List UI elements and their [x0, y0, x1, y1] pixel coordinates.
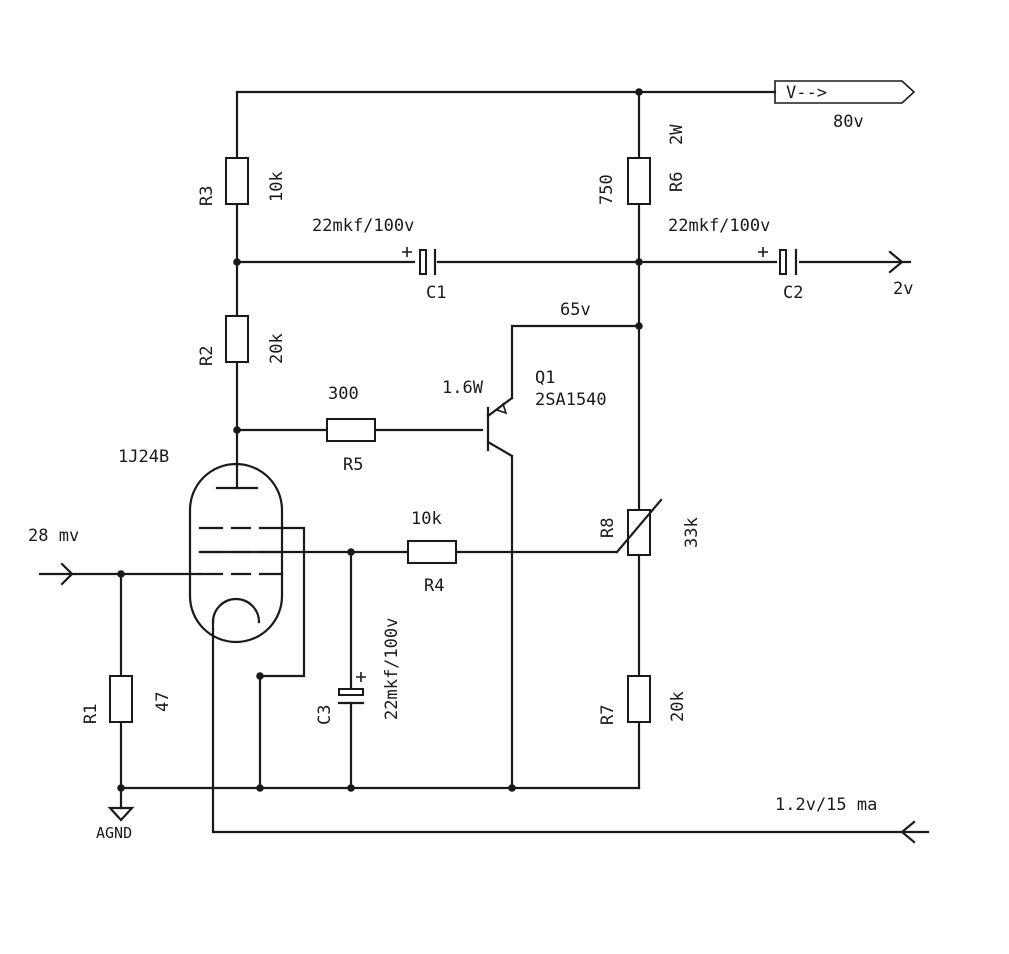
filament-label: 1.2v/15 ma [775, 795, 877, 815]
r6-rating: 2W [667, 124, 687, 145]
r8-trim-arrow [615, 498, 663, 554]
junction-dots [117, 88, 643, 792]
resistor-r4 [407, 540, 457, 564]
ground-label: AGND [96, 824, 132, 842]
resistor-r7 [627, 675, 651, 723]
node-65v-label: 65v [560, 300, 591, 320]
capacitor-c3 [337, 672, 366, 705]
supply-flag-icon [774, 80, 916, 104]
r7-value: 20k [668, 691, 688, 722]
r2-ref: R2 [197, 346, 217, 366]
capacitor-c1 [402, 247, 437, 276]
r6-value: 750 [597, 174, 617, 205]
resistor-r3 [225, 157, 249, 205]
output-label: 2v [893, 279, 913, 299]
r2-value: 20k [267, 333, 287, 364]
r3-value: 10k [267, 171, 287, 202]
resistor-r1 [109, 675, 133, 723]
r4-ref: R4 [424, 576, 444, 596]
r1-ref: R1 [81, 704, 101, 724]
wires [38, 90, 930, 834]
c1-ref: C1 [426, 283, 446, 303]
resistor-r5 [326, 418, 376, 442]
r8-value: 33k [682, 517, 702, 548]
r6-ref: R6 [667, 172, 687, 192]
c1-value: 22mkf/100v [312, 216, 414, 236]
q1-power: 1.6W [442, 378, 484, 398]
supply-flag-label: V--> [786, 83, 827, 103]
r3-ref: R3 [197, 186, 217, 206]
capacitor-c2 [758, 247, 798, 276]
resistor-r6 [627, 157, 651, 205]
r7-ref: R7 [598, 705, 618, 725]
q1-part: 2SA1540 [535, 390, 607, 410]
r5-ref: R5 [343, 455, 363, 475]
r8-ref: R8 [598, 518, 618, 538]
c2-ref: C2 [783, 283, 803, 303]
c3-value: 22mkf/100v [382, 618, 402, 720]
ground-icon [107, 806, 135, 822]
supply-voltage-label: 80v [833, 112, 864, 132]
q1-ref: Q1 [535, 368, 555, 388]
tube-label: 1J24B [118, 447, 169, 467]
vacuum-tube [188, 462, 284, 644]
output-arrow-icon [888, 250, 904, 274]
input-arrow-icon [60, 562, 74, 586]
resistor-r2 [225, 315, 249, 363]
r5-value: 300 [328, 384, 359, 404]
c3-ref: C3 [315, 705, 335, 725]
filament-arrow-icon [900, 820, 916, 844]
resistor-r8 [627, 509, 651, 556]
c2-value: 22mkf/100v [668, 216, 770, 236]
input-signal-label: 28 mv [28, 526, 79, 546]
r4-value: 10k [411, 509, 442, 529]
transistor-q1 [486, 396, 514, 458]
r1-value: 47 [153, 692, 173, 712]
